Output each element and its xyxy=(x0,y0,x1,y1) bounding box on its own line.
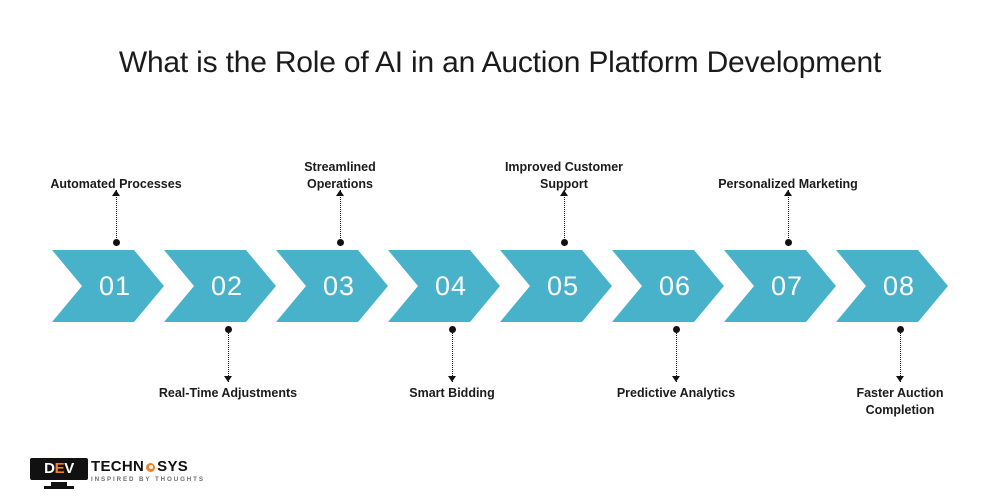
step-number: 07 xyxy=(770,270,804,301)
step-number: 08 xyxy=(882,270,916,301)
connector-01 xyxy=(112,190,121,246)
page-title: What is the Role of AI in an Auction Pla… xyxy=(118,46,882,79)
logo-mark-letter: V xyxy=(64,460,74,477)
connector-arrowhead xyxy=(560,190,568,196)
step-label-01: Automated Processes xyxy=(6,157,226,193)
connector-line xyxy=(675,326,677,382)
step-label-06: Predictive Analytics xyxy=(566,385,786,402)
gear-icon xyxy=(146,462,156,472)
step-label-text: Personalized Marketing xyxy=(718,177,858,191)
step-number: 04 xyxy=(434,270,468,301)
logo-word-part1: TECHN xyxy=(91,458,145,475)
logo-word-part2: SYS xyxy=(157,458,189,475)
connector-dot xyxy=(896,326,904,333)
step-label-03: Streamlined Operations xyxy=(230,157,450,193)
step-label-02: Real-Time Adjustments xyxy=(118,385,338,402)
logo-screen: DEV xyxy=(30,458,88,480)
step-label-text: Smart Bidding xyxy=(409,386,495,400)
connector-dot xyxy=(224,326,232,333)
connector-04 xyxy=(448,326,457,382)
step-label-text: Streamlined Operations xyxy=(304,160,376,191)
step-number: 01 xyxy=(98,270,132,301)
connector-line xyxy=(227,326,229,382)
step-label-text: Improved Customer Support xyxy=(504,160,624,191)
logo-mark-letter: D xyxy=(44,460,55,477)
step-label-04: Smart Bidding xyxy=(342,385,562,402)
connector-06 xyxy=(672,326,681,382)
connector-line xyxy=(563,190,565,246)
logo-monitor-icon: DEV xyxy=(30,458,88,489)
logo-mark-text: DEV xyxy=(44,460,74,477)
step-label-text: Faster Auction Completion xyxy=(856,386,944,417)
step-label-text: Real-Time Adjustments xyxy=(158,386,298,400)
connector-07 xyxy=(784,190,793,246)
connector-dot xyxy=(672,326,680,333)
step-label-05: Improved Customer Support xyxy=(454,157,674,193)
connector-line xyxy=(899,326,901,382)
step-number: 02 xyxy=(210,270,244,301)
connector-dot xyxy=(448,326,456,333)
connector-arrowhead xyxy=(112,190,120,196)
connector-arrowhead xyxy=(448,376,456,382)
connector-line xyxy=(115,190,117,246)
step-number: 05 xyxy=(546,270,580,301)
connector-arrowhead xyxy=(224,376,232,382)
logo-monitor-stand xyxy=(51,482,67,486)
step-number: 06 xyxy=(658,270,692,301)
connector-arrowhead xyxy=(336,190,344,196)
brand-logo: DEV TECHN SYS INSPIRED BY THOUGHTS xyxy=(30,458,205,489)
connector-dot xyxy=(112,239,120,246)
step-label-07: Personalized Marketing xyxy=(678,157,898,193)
connector-08 xyxy=(896,326,905,382)
logo-monitor-base xyxy=(44,486,74,489)
logo-word-row: TECHN SYS xyxy=(91,459,205,475)
connector-dot xyxy=(560,239,568,246)
connector-dot xyxy=(784,239,792,246)
connector-arrowhead xyxy=(784,190,792,196)
connector-line xyxy=(339,190,341,246)
connector-02 xyxy=(224,326,233,382)
logo-tagline: INSPIRED BY THOUGHTS xyxy=(91,476,205,483)
connector-arrowhead xyxy=(896,376,904,382)
step-label-text: Automated Processes xyxy=(50,177,182,191)
connector-arrowhead xyxy=(672,376,680,382)
connector-dot xyxy=(336,239,344,246)
step-label-text: Predictive Analytics xyxy=(616,386,736,400)
connector-line xyxy=(787,190,789,246)
connector-line xyxy=(451,326,453,382)
logo-wordmark: TECHN SYS INSPIRED BY THOUGHTS xyxy=(91,458,205,484)
step-label-08: Faster Auction Completion xyxy=(790,385,1000,419)
connector-05 xyxy=(560,190,569,246)
step-number: 03 xyxy=(322,270,356,301)
connector-03 xyxy=(336,190,345,246)
logo-mark-letter: E xyxy=(54,460,65,477)
